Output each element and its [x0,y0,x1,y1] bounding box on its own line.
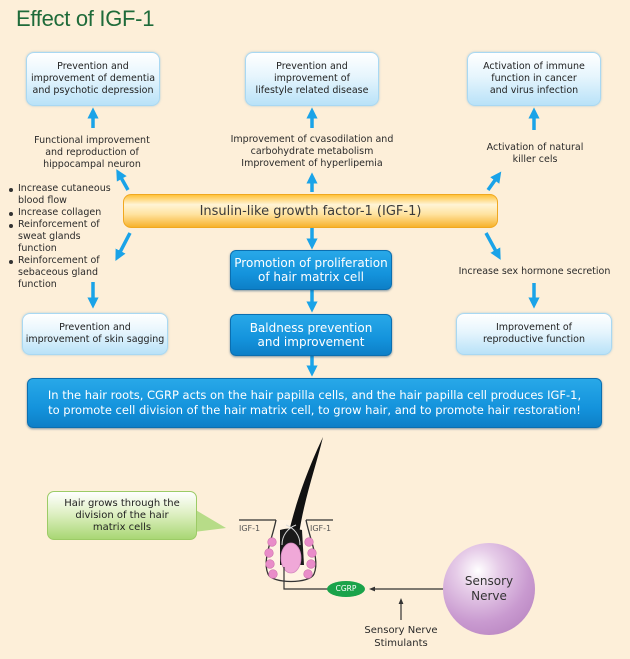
label-cgrp: CGRP [335,584,357,593]
box-hair-matrix-proliferation: Promotion of proliferation of hair matri… [230,250,392,290]
igf1-bar: Insulin-like growth factor-1 (IGF-1) [123,194,498,228]
sensory-nerve-sphere: Sensory Nerve [443,543,535,635]
box-dementia: Prevention and improvement of dementia a… [26,52,160,106]
hair-follicle-illustration [239,437,333,590]
list-item: Reinforcement of sweat glands function [8,219,118,255]
nerve-fiber-line [283,567,330,590]
label-sensory-nerve-stimulants: Sensory Nerve Stimulants [364,625,438,649]
summary-box: In the hair roots, CGRP acts on the hair… [27,378,602,428]
callout-tail [194,509,226,532]
label-igf1-right: IGF-1 [310,524,332,533]
callout-hair-growth: Hair grows through the division of the h… [47,491,197,540]
arrow-igf-to-killer-cells [486,171,502,192]
box-reproductive-function: Improvement of reproductive function [456,313,612,355]
box-skin-sagging: Prevention and improvement of skin saggi… [22,313,168,355]
box-lifestyle-disease: Prevention and improvement of lifestyle … [245,52,379,106]
page-title: Effect of IGF-1 [16,6,155,31]
arrow-igf-to-bullets [115,232,132,261]
label-sex-hormone-secretion: Increase sex hormone secretion [458,266,611,277]
hair-papilla [280,542,302,574]
list-item: Increase collagen [8,207,118,219]
label-igf1-left: IGF-1 [239,524,261,533]
skin-effects-list: Increase cutaneous blood flow Increase c… [8,183,118,291]
label-hippocampal-neuron: Functional improvement and reproduction … [34,135,150,170]
list-item: Increase cutaneous blood flow [8,183,118,207]
box-baldness-prevention: Baldness prevention and improvement [230,314,392,356]
hair-matrix-cells [264,537,317,579]
list-item: Reinforcement of sebaceous gland functio… [8,255,118,291]
label-natural-killer-cells: Activation of natural killer cels [486,142,584,165]
arrow-igf-to-neuron [116,169,130,191]
cgrp-oval [327,581,365,597]
arrow-igf-to-sex-hormone [484,232,501,260]
label-vasodilation: Improvement of cvasodilation and carbohy… [230,134,394,169]
box-immune-function: Activation of immune function in cancer … [467,52,601,106]
